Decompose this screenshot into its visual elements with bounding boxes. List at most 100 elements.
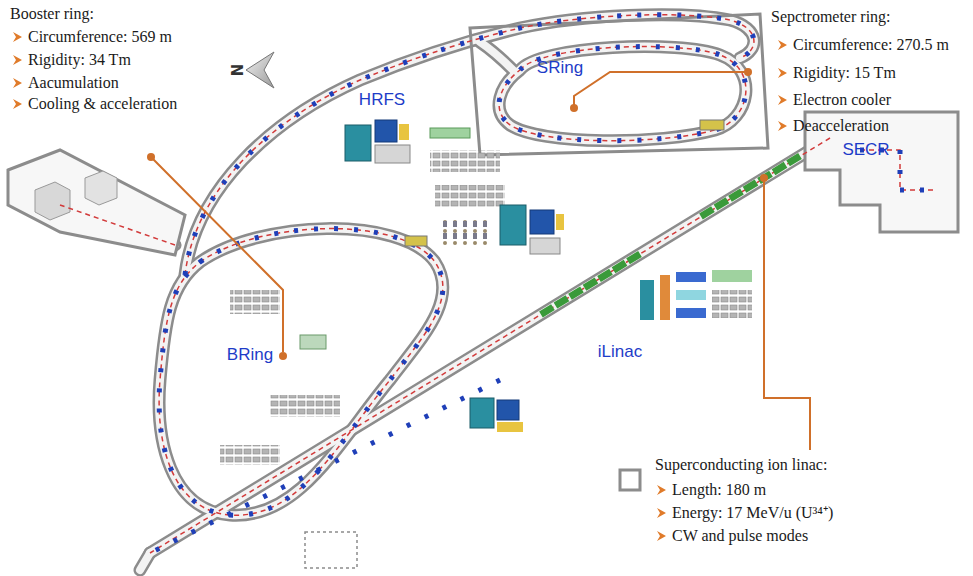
machinery — [660, 275, 670, 320]
tunnel-walls — [159, 229, 443, 516]
leader-line — [151, 157, 283, 352]
beam-line — [60, 15, 935, 553]
facility-label: iLinac — [598, 342, 642, 362]
building-walls — [8, 14, 958, 568]
rack-rows — [430, 150, 500, 172]
building-walls — [470, 14, 768, 155]
bullet-arrow — [778, 95, 787, 105]
machinery — [470, 398, 494, 428]
bullet-arrow — [778, 68, 787, 78]
rack-rows — [220, 128, 505, 465]
beam-line — [150, 380, 500, 553]
target-blocks — [35, 171, 117, 220]
north-arrow — [246, 52, 274, 88]
rack-rows — [440, 220, 490, 245]
bullet-arrow — [13, 99, 22, 109]
bullet-arrow — [657, 508, 666, 518]
beam-line — [60, 205, 175, 245]
facility-label: BRing — [227, 345, 273, 365]
rack-rows — [270, 395, 340, 417]
facility-label: HRFS — [359, 90, 405, 110]
callout-heading: Sepctrometer ring: — [771, 7, 891, 27]
tunnel-walls — [140, 553, 150, 570]
compass-letter: N — [226, 64, 246, 77]
beam-line — [700, 156, 800, 217]
leader-line — [574, 72, 745, 108]
beam-line — [60, 15, 935, 553]
bullet-arrow — [657, 485, 666, 495]
tunnel-walls — [159, 229, 443, 516]
north-arrow — [246, 52, 274, 88]
machinery — [556, 214, 564, 230]
callout-item: Deacceleration — [793, 116, 889, 136]
machinery — [497, 400, 519, 420]
rack-rows — [435, 185, 505, 207]
callout-item: Circumference: 270.5 m — [793, 35, 949, 55]
machinery — [712, 290, 752, 318]
machinery — [676, 308, 706, 318]
callout-item: Electron cooler — [793, 90, 891, 110]
leader-dot — [279, 352, 287, 360]
tunnel-walls — [150, 138, 830, 553]
leader-dot — [570, 104, 578, 112]
machinery — [345, 120, 752, 432]
beam-line — [185, 15, 754, 275]
beam-line — [499, 47, 746, 141]
rack-rows — [300, 335, 326, 349]
machinery — [640, 280, 654, 320]
building-walls — [305, 532, 357, 568]
facility-label: SECR — [842, 140, 889, 160]
beam-line — [150, 138, 830, 553]
bullet-arrow — [657, 531, 666, 541]
machinery — [530, 238, 560, 254]
bullet-arrow — [13, 32, 22, 42]
leader-dot — [147, 68, 768, 360]
leader-line — [764, 178, 810, 450]
rack-rows — [430, 128, 470, 138]
callout-heading: Booster ring: — [10, 4, 94, 24]
beam-line — [540, 254, 640, 315]
leader-line — [151, 72, 810, 450]
callout-item: Length: 180 m — [672, 480, 766, 500]
callout-item: Aacumulation — [28, 73, 119, 93]
machinery — [712, 270, 752, 282]
machinery — [345, 125, 371, 161]
machinery — [676, 290, 706, 300]
facility-label: SRing — [537, 58, 583, 78]
callout-heading: Superconducting ion linac: — [655, 455, 827, 475]
machinery — [497, 422, 523, 432]
tunnel-walls — [499, 47, 746, 141]
electron-cooler — [405, 236, 427, 246]
building-walls — [620, 470, 640, 490]
tunnel-walls — [480, 42, 515, 72]
machinery — [399, 124, 409, 140]
target-blocks — [35, 182, 70, 220]
target-blocks — [85, 171, 117, 205]
callout-item: Energy: 17 MeV/u (U³⁴⁺) — [672, 503, 833, 523]
bullet-arrow — [13, 55, 22, 65]
machinery — [676, 272, 706, 282]
beam-line — [159, 229, 443, 516]
beam-line — [159, 229, 443, 516]
leader-dot — [147, 153, 155, 161]
beam-line — [150, 15, 935, 553]
callout-item: Cooling & acceleration — [28, 94, 177, 114]
bullet-arrow — [778, 40, 787, 50]
tunnel-walls — [499, 47, 746, 141]
machinery — [375, 120, 397, 142]
tunnel-walls — [150, 138, 830, 553]
electron-cooler — [700, 120, 724, 130]
leader-dot — [760, 174, 768, 182]
machinery — [530, 210, 554, 234]
rack-rows — [230, 290, 280, 314]
bullet-arrow — [13, 78, 22, 88]
beam-line — [499, 47, 746, 141]
rack-rows — [220, 445, 280, 465]
callout-item: CW and pulse modes — [672, 526, 808, 546]
callout-item: Circumference: 569 m — [28, 27, 172, 47]
callout-item: Rigidity: 15 Tm — [793, 63, 896, 83]
tunnel-walls — [140, 553, 150, 570]
